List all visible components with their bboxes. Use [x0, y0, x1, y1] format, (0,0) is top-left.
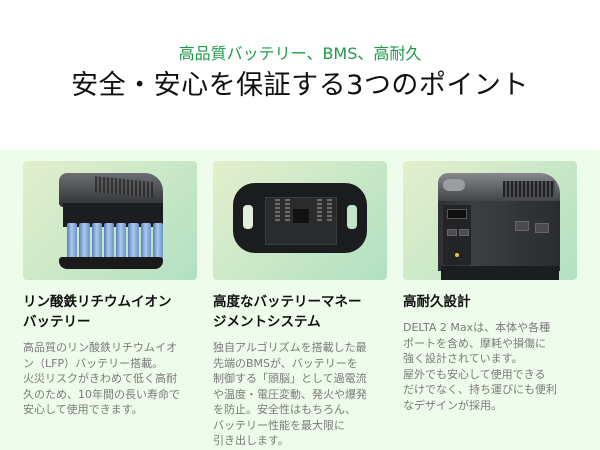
bms-connector	[327, 199, 332, 221]
card-body-line: だけでなく、持ち運びにも便利	[403, 383, 557, 396]
battery-base	[59, 257, 163, 269]
card-description: 高品質のリン酸鉄リチウムイオ ン（LFP）バッテリー搭載。 火災リスクがきわめて…	[23, 340, 197, 418]
card-heading-line: 高耐久設計	[403, 294, 471, 310]
battery-cell	[128, 223, 139, 261]
bms-connector	[285, 199, 290, 221]
card-heading: 高度なバッテリーマネー ジメントシステム	[213, 292, 387, 332]
card-heading-line: リン酸鉄リチウムイオン	[23, 294, 172, 310]
section-title: 安全・安心を保証する3つのポイント	[71, 70, 529, 101]
battery-pack-image	[23, 161, 197, 280]
battery-cell	[140, 223, 151, 261]
power-station-handle	[443, 179, 465, 191]
feature-card-bms: 高度なバッテリーマネー ジメントシステム 独自アルゴリズムを搭載した最 先端のB…	[213, 161, 387, 449]
card-heading-line: バッテリー	[23, 314, 91, 330]
power-station-image	[403, 161, 577, 280]
card-heading-line: ジメントシステム	[213, 314, 321, 330]
card-body-line: 強く設計されています。	[403, 352, 523, 365]
card-body-line: ポートを含め、摩耗や損傷に	[403, 336, 546, 350]
card-body-line: 先端のBMSが、バッテリーを	[213, 356, 358, 370]
card-body-line: を防止。安全性はもちろん、	[213, 403, 356, 416]
card-body-line: ン（LFP）バッテリー搭載。	[23, 356, 164, 370]
card-body-line: なデザインが採用。	[403, 398, 502, 412]
ac-outlet-icon	[515, 221, 529, 231]
battery-cell	[152, 223, 163, 261]
card-body-line: 制御する「頭脳」として過電流	[213, 372, 367, 385]
card-heading: リン酸鉄リチウムイオン バッテリー	[23, 292, 197, 332]
battery-cell	[103, 223, 114, 261]
power-station-display	[447, 209, 467, 219]
feature-card-durability: 高耐久設計 DELTA 2 Maxは、本体や各種 ポートを含め、摩耗や損傷に 強…	[403, 161, 577, 413]
card-body-line: DELTA 2 Maxは、本体や各種	[403, 321, 551, 334]
battery-cell	[91, 223, 102, 261]
feature-card-lfp-battery: リン酸鉄リチウムイオン バッテリー 高品質のリン酸鉄リチウムイオ ン（LFP）バ…	[23, 161, 197, 418]
card-description: DELTA 2 Maxは、本体や各種 ポートを含め、摩耗や損傷に 強く設計されて…	[403, 320, 577, 413]
card-body-line: 久のため、10年間の長い寿命で	[23, 387, 180, 401]
bms-board-image	[213, 161, 387, 280]
battery-cell	[67, 223, 78, 261]
ac-outlet-icon	[535, 223, 549, 233]
bms-chip	[293, 209, 309, 223]
usb-port-icon	[459, 229, 469, 236]
bms-connector	[317, 199, 322, 221]
card-description: 独自アルゴリズムを搭載した最 先端のBMSが、バッテリーを 制御する「頭脳」とし…	[213, 340, 387, 449]
card-body-line: 高品質のリン酸鉄リチウムイオ	[23, 341, 177, 354]
power-station-vent	[503, 181, 555, 197]
section-header: 高品質バッテリー、BMS、高耐久 安全・安心を保証する3つのポイント	[0, 0, 600, 150]
usb-port-icon	[447, 229, 457, 236]
section-subtitle: 高品質バッテリー、BMS、高耐久	[178, 44, 422, 63]
card-heading: 高耐久設計	[403, 292, 577, 312]
bms-handle-left	[243, 205, 253, 229]
power-station-base	[441, 266, 559, 280]
battery-cell	[79, 223, 90, 261]
bms-handle-right	[347, 205, 357, 229]
card-body-line: や温度・電圧変動、発火や爆発	[213, 387, 367, 401]
card-body-line: 安心して使用できます。	[23, 403, 143, 416]
card-body-line: 引き出します。	[213, 434, 289, 447]
power-led-icon	[455, 253, 459, 257]
card-body-line: バッテリー性能を最大限に	[213, 418, 345, 432]
battery-cells	[67, 223, 163, 261]
card-body-line: 屋外でも安心して使用できる	[403, 367, 546, 381]
card-body-line: 火災リスクがきわめて低く高耐	[23, 372, 177, 385]
card-heading-line: 高度なバッテリーマネー	[213, 294, 362, 310]
battery-cell	[116, 223, 127, 261]
card-body-line: 独自アルゴリズムを搭載した最	[213, 341, 367, 354]
bms-connector	[275, 199, 280, 221]
